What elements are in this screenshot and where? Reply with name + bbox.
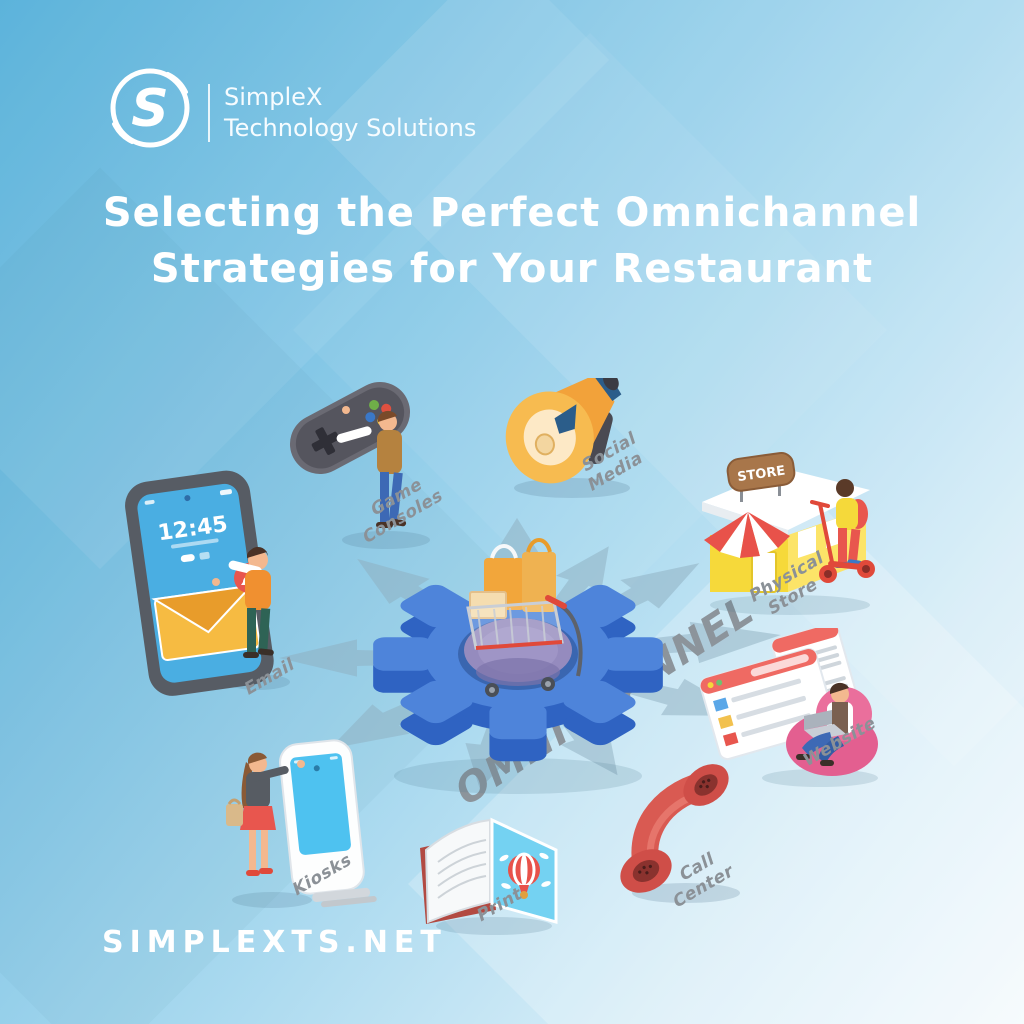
phone-handset-icon [620, 764, 740, 903]
simplex-logo-icon: S [110, 68, 190, 148]
channel-item-website [699, 622, 890, 794]
envelope-icon [151, 584, 261, 662]
browser-windows [699, 622, 858, 761]
megaphone-icon [505, 370, 630, 498]
channel-item-physical-store: STORE [690, 440, 895, 622]
channel-item-game-consoles [278, 368, 473, 567]
page-title-line1: Selecting the Perfect Omnichannel [102, 190, 922, 236]
store-sign-text: STORE [736, 464, 786, 486]
store-building-icon: STORE [702, 451, 875, 615]
browser-beanbag-icon [699, 622, 878, 787]
open-book-icon [420, 817, 558, 935]
gear-shopping-cart-icon [373, 538, 663, 794]
person-figure [212, 546, 274, 658]
brand-name: SimpleX [224, 83, 323, 111]
kiosk-touchscreen-icon [226, 739, 377, 908]
channel-item-social-media [488, 370, 653, 512]
channel-item-email: 12:45 [108, 460, 313, 709]
game-controller-icon [289, 382, 430, 549]
page-title-line2: Strategies for Your Restaurant [150, 246, 874, 292]
channel-item-print [402, 790, 572, 946]
shopping-cart-icon [466, 538, 583, 697]
striped-awning [704, 512, 790, 558]
store-building: STORE [702, 451, 870, 593]
person-figure [226, 752, 305, 876]
kiosk-screen [279, 739, 377, 908]
smartphone-envelope-icon: 12:45 [125, 470, 290, 696]
svg-text:S: S [131, 79, 168, 139]
channel-item-call-center [608, 745, 758, 914]
brand-divider [208, 84, 210, 142]
brand-tagline: Technology Solutions [224, 114, 477, 142]
brand-text: SimpleX Technology Solutions [224, 82, 476, 144]
channel-item-kiosks [212, 728, 387, 922]
balloon-illustration [499, 852, 551, 899]
person-on-beanbag [786, 682, 878, 776]
scooter-person-figure [810, 479, 875, 583]
person-figure [336, 406, 407, 528]
footer-website-url: SIMPLEXTS.NET [102, 925, 447, 960]
